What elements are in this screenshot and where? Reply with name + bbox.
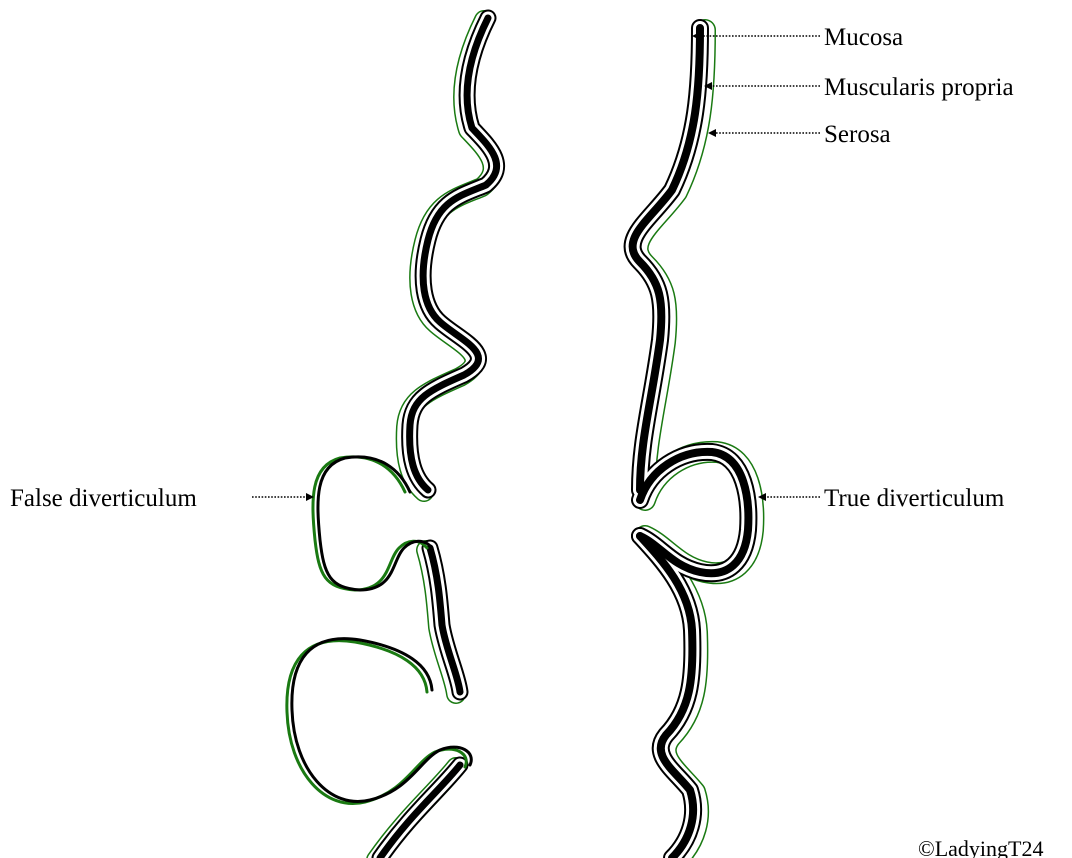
leader-true-diverticulum (758, 493, 820, 501)
label-true-diverticulum: True diverticulum (824, 485, 1005, 512)
left-colon-wall (376, 18, 497, 858)
leader-muscularis (704, 82, 820, 90)
credit-watermark: ©LadyingT24 (918, 836, 1043, 858)
label-muscularis-propria: Muscularis propria (824, 74, 1014, 101)
label-mucosa: Mucosa (824, 24, 903, 51)
leader-false-diverticulum (252, 493, 314, 501)
leader-serosa (708, 129, 820, 137)
label-serosa: Serosa (824, 121, 891, 148)
right-colon-wall (633, 28, 754, 858)
label-false-diverticulum: False diverticulum (10, 485, 197, 512)
